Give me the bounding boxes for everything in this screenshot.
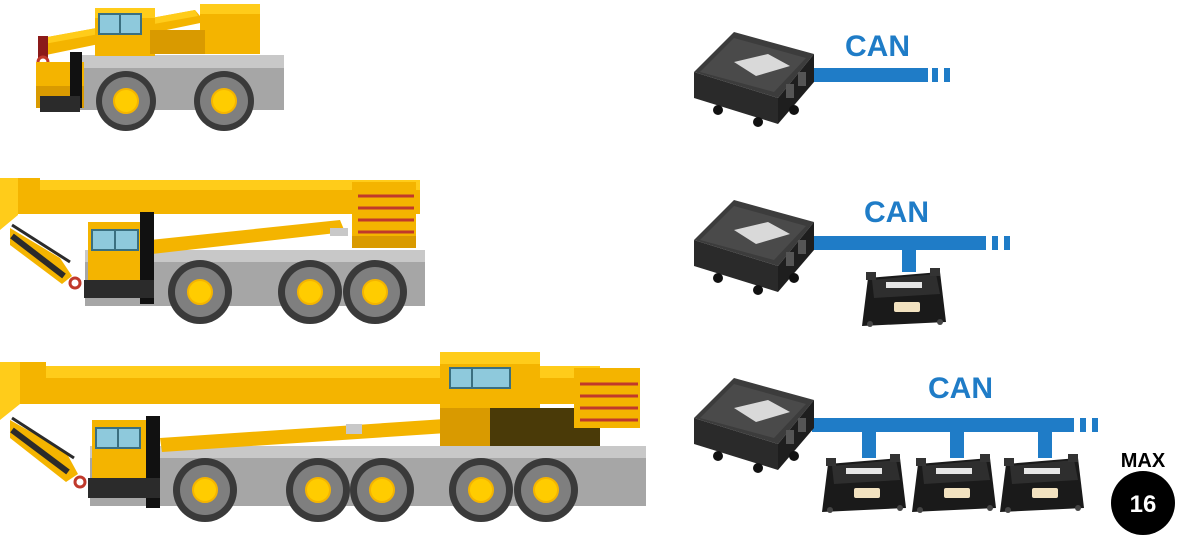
can-bus-line — [812, 236, 986, 250]
expansion-ecu-module-icon — [822, 454, 906, 513]
expansion-ecu-module-icon — [862, 268, 946, 327]
small-crane-icon — [36, 4, 284, 131]
expansion-ecu-module-icon — [1000, 454, 1084, 513]
bus-continuation-mark — [1004, 236, 1010, 250]
can-label: CAN — [864, 196, 929, 229]
main-ecu-module-icon — [694, 378, 814, 473]
can-label: CAN — [845, 30, 910, 63]
max-modules-badge: MAX 16 — [1111, 450, 1175, 535]
bus-continuation-mark — [1080, 418, 1086, 432]
can-bus-line — [812, 418, 1074, 432]
bus-continuation-mark — [992, 236, 998, 250]
bus-drop-line — [902, 248, 916, 272]
medium-crane-icon — [0, 178, 425, 324]
bus-drop-line — [1038, 430, 1052, 458]
large-crane-icon — [0, 352, 646, 522]
max-label: MAX — [1121, 450, 1166, 472]
can-network-row-3: CAN — [694, 372, 1098, 513]
can-label: CAN — [928, 372, 993, 405]
can-network-row-2: CAN — [694, 196, 1010, 327]
bus-drop-line — [950, 430, 964, 458]
bus-drop-line — [862, 430, 876, 458]
can-network-row-1: CAN — [694, 30, 950, 127]
expansion-ecu-module-icon — [912, 454, 996, 513]
bus-continuation-mark — [932, 68, 938, 82]
can-bus-line — [812, 68, 928, 82]
main-ecu-module-icon — [694, 200, 814, 295]
max-value: 16 — [1130, 491, 1157, 518]
main-ecu-module-icon — [694, 32, 814, 127]
max-value-circle — [1111, 471, 1175, 535]
bus-continuation-mark — [1092, 418, 1098, 432]
bus-continuation-mark — [944, 68, 950, 82]
